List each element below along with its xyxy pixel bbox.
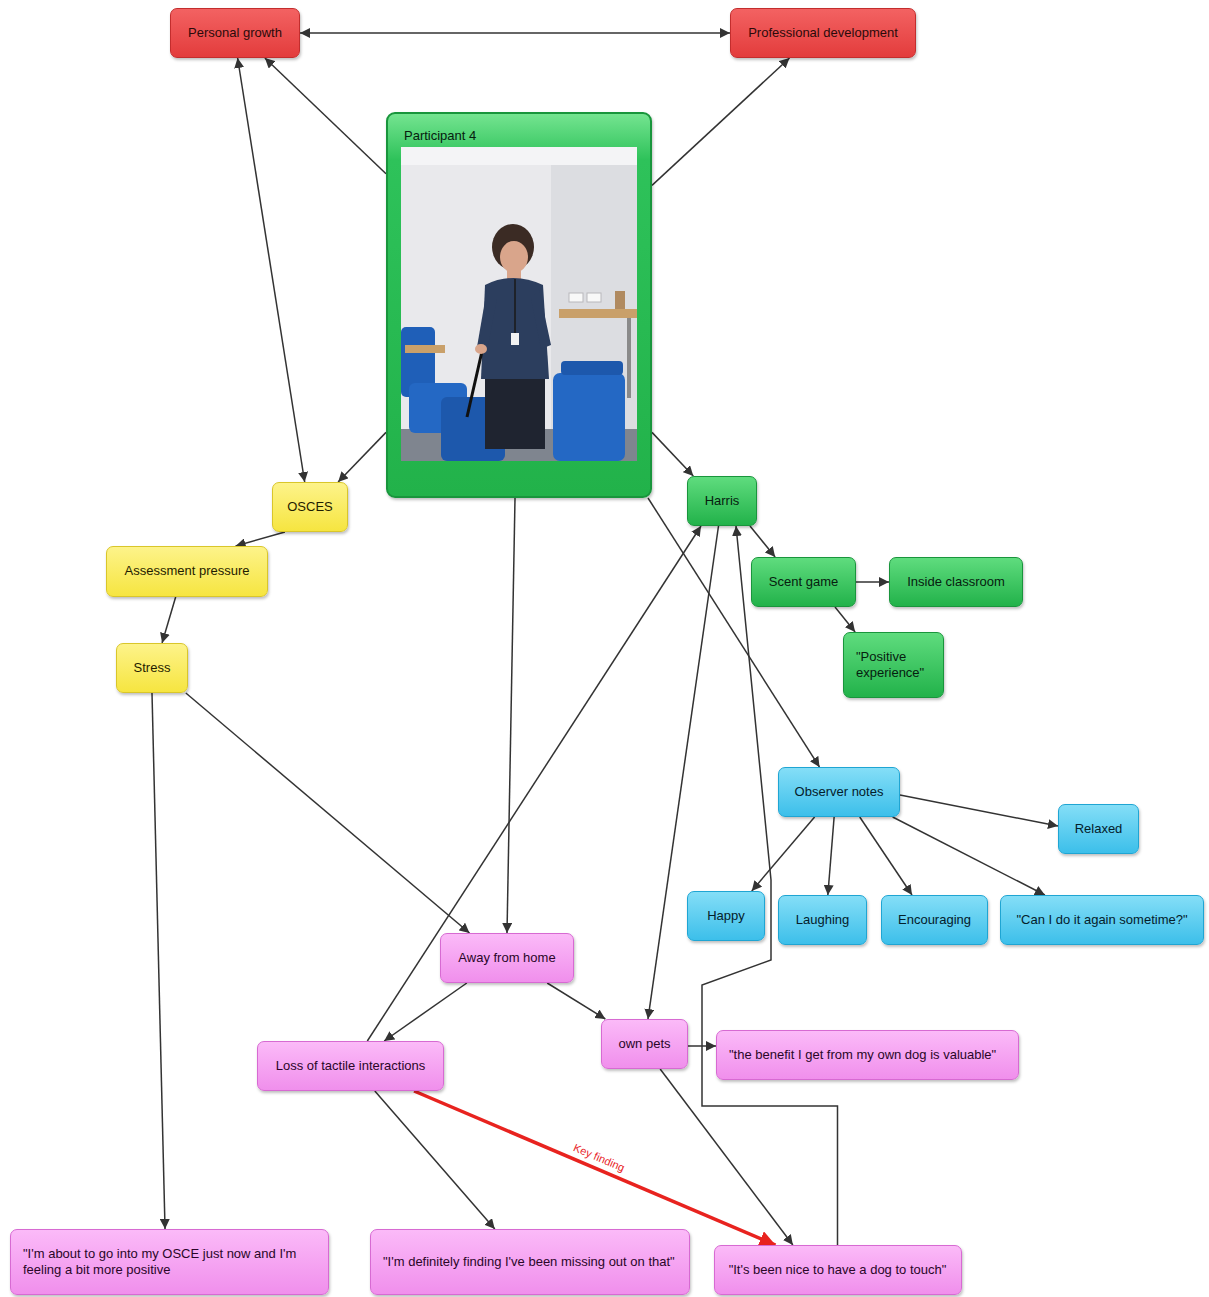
connector xyxy=(186,693,470,933)
connector xyxy=(265,58,386,174)
node-label: Laughing xyxy=(796,912,850,928)
concept-box: Encouraging xyxy=(881,895,988,945)
connector xyxy=(236,532,285,546)
concept-box: Inside classroom xyxy=(889,557,1023,607)
photo-part xyxy=(561,361,623,375)
connector xyxy=(660,1069,793,1245)
connector xyxy=(750,526,775,557)
connector xyxy=(652,58,790,185)
node-label: "I'm definitely finding I've been missin… xyxy=(383,1254,675,1270)
concept-box: OSCES xyxy=(272,482,348,532)
photo-part xyxy=(627,318,631,398)
connector xyxy=(375,1091,495,1229)
photo-part xyxy=(615,291,625,309)
connector xyxy=(900,795,1058,826)
connector-group xyxy=(152,33,1058,1245)
key-connector xyxy=(414,1091,775,1245)
connector xyxy=(162,597,176,643)
photo-part xyxy=(500,241,528,273)
concept-box: "I'm about to go into my OSCE just now a… xyxy=(10,1229,329,1295)
connector xyxy=(752,817,815,891)
concept-box: Observer notes xyxy=(778,767,900,817)
photo-part xyxy=(507,269,521,279)
node-label: Encouraging xyxy=(898,912,971,928)
photo-part xyxy=(559,309,637,318)
concept-box: Professional development xyxy=(730,8,916,58)
photo-part xyxy=(551,147,637,461)
node-label: "the benefit I get from my own dog is va… xyxy=(729,1047,996,1063)
photo-part xyxy=(511,333,519,345)
node-label: Assessment pressure xyxy=(125,563,250,579)
photo-part xyxy=(587,293,601,302)
photo-part xyxy=(475,344,487,354)
photo-part xyxy=(514,279,516,333)
photo-part xyxy=(477,289,497,351)
connector xyxy=(648,526,719,1019)
concept-box: Happy xyxy=(687,891,765,941)
node-label: Harris xyxy=(705,493,740,509)
node-label: Away from home xyxy=(458,950,555,966)
connector xyxy=(152,693,165,1229)
photo-part xyxy=(401,147,637,461)
concept-box: own pets xyxy=(601,1019,688,1069)
node-label: own pets xyxy=(618,1036,670,1052)
concept-box: "Can I do it again sometime?" xyxy=(1000,895,1204,945)
node-label: Scent game xyxy=(769,574,838,590)
node-label: Relaxed xyxy=(1075,821,1123,837)
photo-part xyxy=(553,373,625,461)
node-label: "I'm about to go into my OSCE just now a… xyxy=(23,1246,316,1279)
connector xyxy=(547,983,605,1019)
node-label: Professional development xyxy=(748,25,898,41)
node-label: Observer notes xyxy=(795,784,884,800)
connector xyxy=(238,58,305,482)
concept-box: Harris xyxy=(687,476,757,526)
node-label: "It's been nice to have a dog to touch" xyxy=(729,1262,947,1278)
concept-box: Stress xyxy=(116,643,188,693)
concept-box: Away from home xyxy=(440,933,574,983)
connector xyxy=(688,1045,716,1047)
connector xyxy=(860,817,912,895)
concept-box: Personal growth xyxy=(170,8,300,58)
concept-box: Laughing xyxy=(778,895,867,945)
node-label: "Positive experience" xyxy=(856,649,931,682)
photo-part xyxy=(485,379,545,449)
connector xyxy=(702,526,838,1245)
connector xyxy=(652,432,693,476)
photo-part xyxy=(531,289,551,349)
node-label: Loss of tactile interactions xyxy=(276,1058,426,1074)
connector xyxy=(893,817,1045,895)
concept-box: "Positive experience" xyxy=(843,632,944,698)
concept-box: Assessment pressure xyxy=(106,546,268,597)
concept-box: "It's been nice to have a dog to touch" xyxy=(714,1245,962,1295)
node-label: OSCES xyxy=(287,499,333,515)
concept-box: Scent game xyxy=(751,557,856,607)
photo-part xyxy=(467,347,483,417)
connector xyxy=(367,526,701,1041)
node-label: Happy xyxy=(707,908,745,924)
photo-part xyxy=(401,147,637,165)
node-label: Inside classroom xyxy=(907,574,1005,590)
concept-box: Loss of tactile interactions xyxy=(257,1041,444,1091)
concept-box: "the benefit I get from my own dog is va… xyxy=(716,1030,1019,1080)
connector xyxy=(648,498,819,767)
photo-part xyxy=(569,293,583,302)
photo-part xyxy=(405,345,445,353)
concept-box: Relaxed xyxy=(1058,804,1139,854)
connector xyxy=(828,817,834,895)
participant-photo xyxy=(401,147,637,461)
node-label: Stress xyxy=(134,660,171,676)
edge-label: Key finding xyxy=(570,1140,629,1175)
connector xyxy=(835,607,855,632)
connector xyxy=(300,32,730,34)
concept-box: "I'm definitely finding I've been missin… xyxy=(370,1229,690,1295)
node-label: Participant 4 xyxy=(404,128,476,144)
connector xyxy=(507,498,515,933)
connector xyxy=(856,581,889,583)
node-label: Personal growth xyxy=(188,25,282,41)
connector xyxy=(338,432,386,482)
node-label: "Can I do it again sometime?" xyxy=(1016,912,1187,928)
connector xyxy=(384,983,467,1041)
